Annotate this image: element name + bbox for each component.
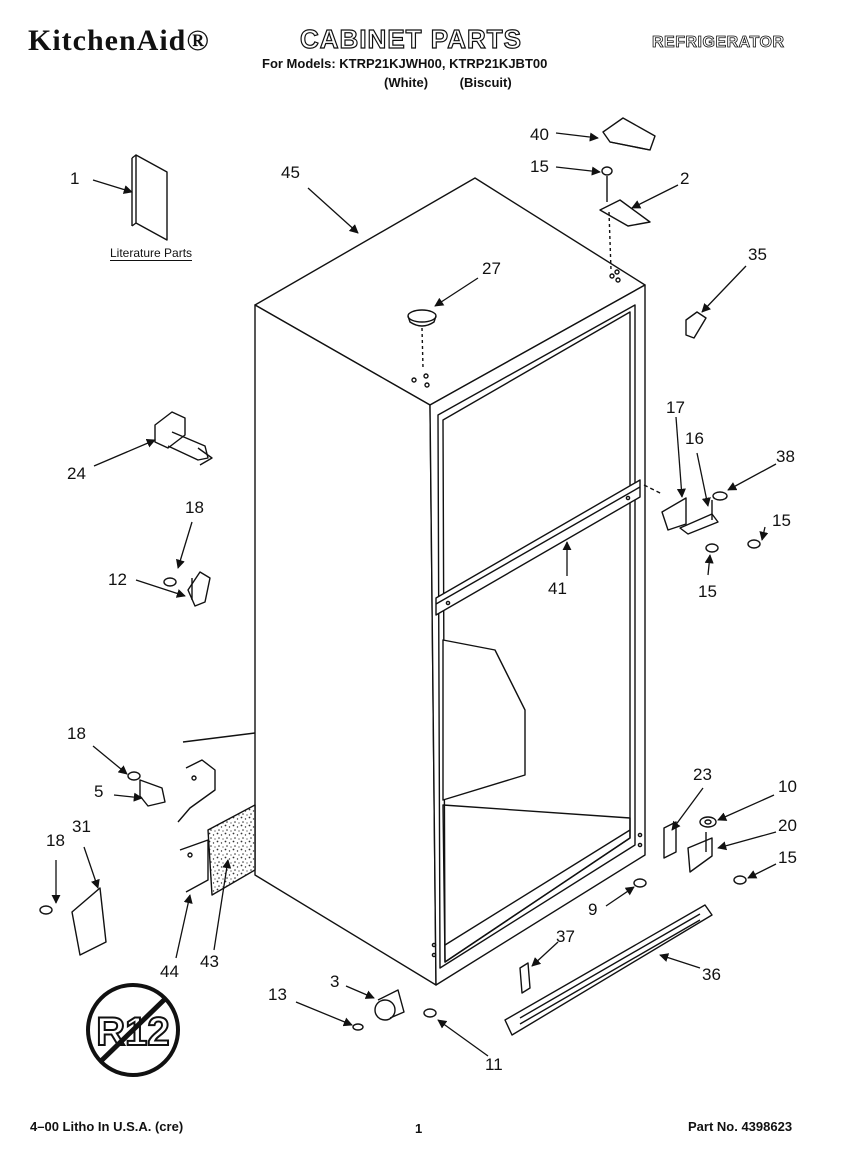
part-44-bracket xyxy=(177,732,256,893)
callout-17: 17 xyxy=(666,398,685,417)
callout-10: 10 xyxy=(778,777,797,796)
callout-18-middle: 18 xyxy=(67,724,86,743)
callout-41: 41 xyxy=(548,579,567,598)
callout-numbers: 1 45 27 40 15 2 35 24 18 12 18 5 18 31 4… xyxy=(46,125,797,1074)
callout-13: 13 xyxy=(268,985,287,1004)
cabinet-shell xyxy=(254,177,646,986)
callout-44: 44 xyxy=(160,962,179,981)
part-24-door-stop xyxy=(154,411,213,466)
brand-logo: KitchenAid® xyxy=(28,24,210,57)
callout-15-top: 15 xyxy=(530,157,549,176)
callout-5: 5 xyxy=(94,782,103,801)
footer-part-number: Part No. 4398623 xyxy=(688,1119,793,1134)
part-27-top-plug xyxy=(407,309,437,388)
part-2-top-hinge xyxy=(599,166,651,283)
literature-parts-label: Literature Parts xyxy=(110,246,193,261)
footer-page-number: 1 xyxy=(415,1121,423,1136)
part-17-hinge-plate xyxy=(643,484,687,531)
callout-24: 24 xyxy=(67,464,86,483)
callout-31: 31 xyxy=(72,817,91,836)
callout-12: 12 xyxy=(108,570,127,589)
part-37-clip xyxy=(519,962,531,994)
part-5-clip xyxy=(127,771,166,807)
part-16-hinge-pin xyxy=(679,491,761,553)
part-20-bottom-hinge xyxy=(633,816,747,888)
callout-1: 1 xyxy=(70,169,79,188)
callout-35: 35 xyxy=(748,245,767,264)
callout-9: 9 xyxy=(588,900,597,919)
appliance-category: REFRIGERATOR xyxy=(652,34,785,52)
callout-40: 40 xyxy=(530,125,549,144)
part-40-hinge-cover xyxy=(602,117,656,151)
callout-18-lower: 18 xyxy=(46,831,65,850)
callout-18-upper: 18 xyxy=(185,498,204,517)
callout-36: 36 xyxy=(702,965,721,984)
part-35-hinge-cap xyxy=(685,311,707,339)
callout-11: 11 xyxy=(485,1055,503,1074)
part-43-insulation-pad xyxy=(207,804,256,896)
callout-2: 2 xyxy=(680,169,689,188)
part-31-cover xyxy=(39,887,107,956)
footer-litho: 4–00 Litho In U.S.A. (cre) xyxy=(30,1119,184,1134)
part-41-rail xyxy=(435,479,641,616)
callout-37: 37 xyxy=(556,927,575,946)
variant-white: (White) xyxy=(384,75,429,90)
part-1-literature xyxy=(131,154,168,241)
part-36-toe-grille xyxy=(504,904,713,1036)
models-line: For Models: KTRP21KJWH00, KTRP21KJBT00 xyxy=(262,56,548,71)
callout-15-lower: 15 xyxy=(778,848,797,867)
callout-27: 27 xyxy=(482,259,501,278)
r12-refrigerant-symbol: R12 xyxy=(86,983,180,1077)
variant-biscuit: (Biscuit) xyxy=(459,75,512,90)
part-3-roller xyxy=(352,989,437,1031)
part-12-bracket xyxy=(163,571,211,607)
color-variants: (White) (Biscuit) xyxy=(384,75,512,90)
callout-23: 23 xyxy=(693,765,712,784)
callout-20: 20 xyxy=(778,816,797,835)
callout-43: 43 xyxy=(200,952,219,971)
page-title: CABINET PARTS xyxy=(299,23,522,54)
callout-45: 45 xyxy=(281,163,300,182)
callout-38: 38 xyxy=(776,447,795,466)
callout-15-right: 15 xyxy=(772,511,791,530)
callout-15-bottom: 15 xyxy=(698,582,717,601)
callout-3: 3 xyxy=(330,972,339,991)
callout-16: 16 xyxy=(685,429,704,448)
leader-lines xyxy=(51,132,777,1057)
